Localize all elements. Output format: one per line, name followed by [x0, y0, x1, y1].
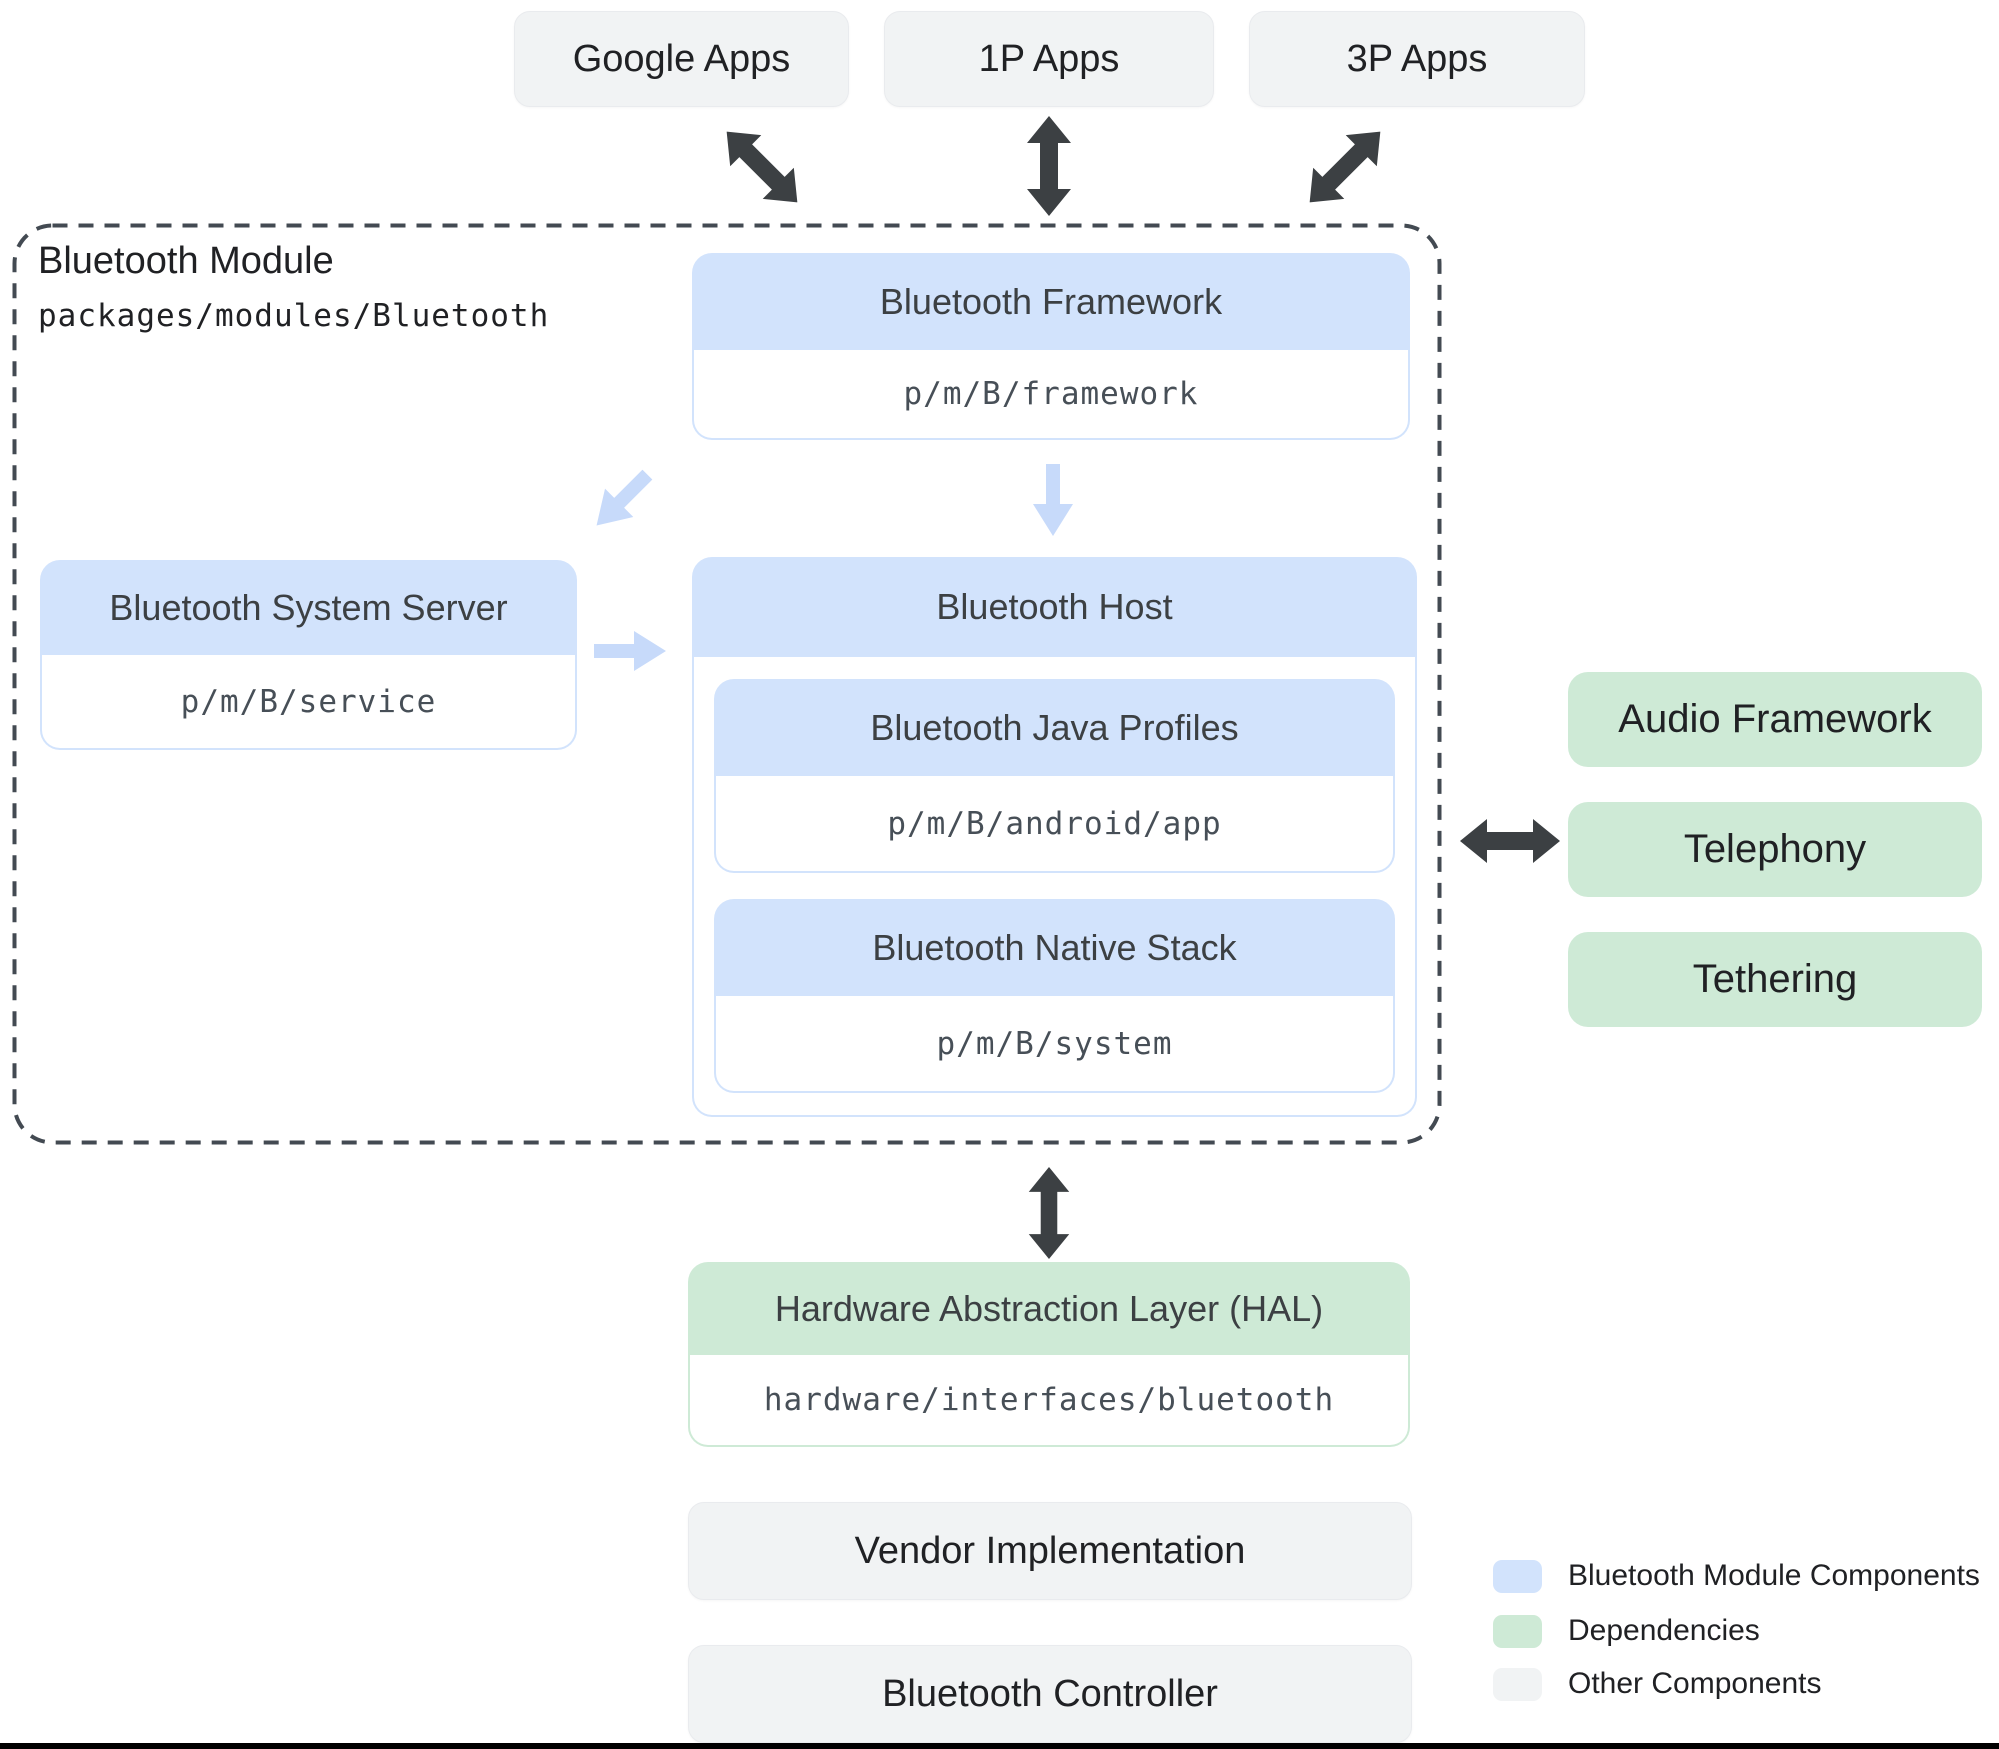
legend-item-module-components: Bluetooth Module Components — [1493, 1559, 1980, 1593]
legend-label-other-components: Other Components — [1568, 1667, 1822, 1700]
bluetooth-controller-box: Bluetooth Controller — [688, 1645, 1412, 1743]
bluetooth-native-stack-box: Bluetooth Native Stack p/m/B/system — [714, 899, 1395, 1093]
hal-box: Hardware Abstraction Layer (HAL) hardwar… — [688, 1262, 1410, 1447]
google-apps-label: Google Apps — [572, 37, 791, 80]
legend-item-dependencies: Dependencies — [1493, 1614, 1760, 1648]
bidirectional-arrow-icon-module-dependencies — [1460, 819, 1560, 863]
bluetooth-framework-title: Bluetooth Framework — [692, 253, 1410, 350]
bluetooth-module-title: Bluetooth Module — [38, 240, 334, 282]
audio-framework-box: Audio Framework — [1568, 672, 1982, 767]
arrow-down-left-icon-framework-to-system-server — [582, 460, 661, 539]
bluetooth-system-server-title: Bluetooth System Server — [40, 560, 577, 655]
audio-framework-label: Audio Framework — [1618, 697, 1932, 741]
vendor-implementation-label: Vendor Implementation — [854, 1529, 1246, 1572]
hal-title: Hardware Abstraction Layer (HAL) — [688, 1262, 1410, 1355]
arrow-down-icon-framework-to-host — [1033, 464, 1073, 536]
tethering-box: Tethering — [1568, 932, 1982, 1027]
legend-label-dependencies: Dependencies — [1568, 1614, 1760, 1647]
legend-label-module-components: Bluetooth Module Components — [1568, 1559, 1980, 1592]
bidirectional-arrow-icon-1p-apps — [1027, 116, 1071, 216]
google-apps-box: Google Apps — [514, 11, 849, 107]
bluetooth-controller-label: Bluetooth Controller — [882, 1672, 1218, 1715]
bluetooth-host-title: Bluetooth Host — [936, 586, 1173, 627]
legend-swatch-dependencies — [1493, 1614, 1542, 1648]
bluetooth-java-profiles-path: p/m/B/android/app — [714, 776, 1395, 873]
legend-item-other-components: Other Components — [1493, 1667, 1821, 1701]
bluetooth-java-profiles-box: Bluetooth Java Profiles p/m/B/android/ap… — [714, 679, 1395, 873]
first-party-apps-box: 1P Apps — [884, 11, 1214, 107]
vendor-implementation-box: Vendor Implementation — [688, 1502, 1412, 1600]
legend-swatch-other-components — [1493, 1667, 1542, 1701]
bluetooth-module-path: packages/modules/Bluetooth — [38, 298, 550, 334]
bidirectional-arrow-icon-3p-apps — [1294, 116, 1396, 218]
third-party-apps-label: 3P Apps — [1346, 37, 1488, 80]
bluetooth-java-profiles-title: Bluetooth Java Profiles — [714, 679, 1395, 776]
bottom-edge-bar — [0, 1743, 1999, 1749]
bidirectional-arrow-icon-module-hal — [1027, 1167, 1071, 1259]
bidirectional-arrow-icon-google-apps — [711, 116, 813, 218]
bluetooth-host-header: Bluetooth Host — [692, 557, 1417, 657]
tethering-label: Tethering — [1692, 957, 1858, 1001]
third-party-apps-box: 3P Apps — [1249, 11, 1585, 107]
arrow-right-icon-system-server-to-host — [594, 631, 666, 671]
legend-swatch-module-components — [1493, 1559, 1542, 1593]
bluetooth-native-stack-title: Bluetooth Native Stack — [714, 899, 1395, 996]
bluetooth-framework-box: Bluetooth Framework p/m/B/framework — [692, 253, 1410, 440]
bluetooth-system-server-box: Bluetooth System Server p/m/B/service — [40, 560, 577, 750]
telephony-label: Telephony — [1683, 827, 1867, 871]
bluetooth-system-server-path: p/m/B/service — [40, 655, 577, 750]
telephony-box: Telephony — [1568, 802, 1982, 897]
bluetooth-module-dashed-container — [12, 223, 1442, 1145]
bluetooth-native-stack-path: p/m/B/system — [714, 996, 1395, 1093]
first-party-apps-label: 1P Apps — [978, 37, 1120, 80]
bluetooth-framework-path: p/m/B/framework — [692, 350, 1410, 440]
hal-path: hardware/interfaces/bluetooth — [688, 1355, 1410, 1447]
